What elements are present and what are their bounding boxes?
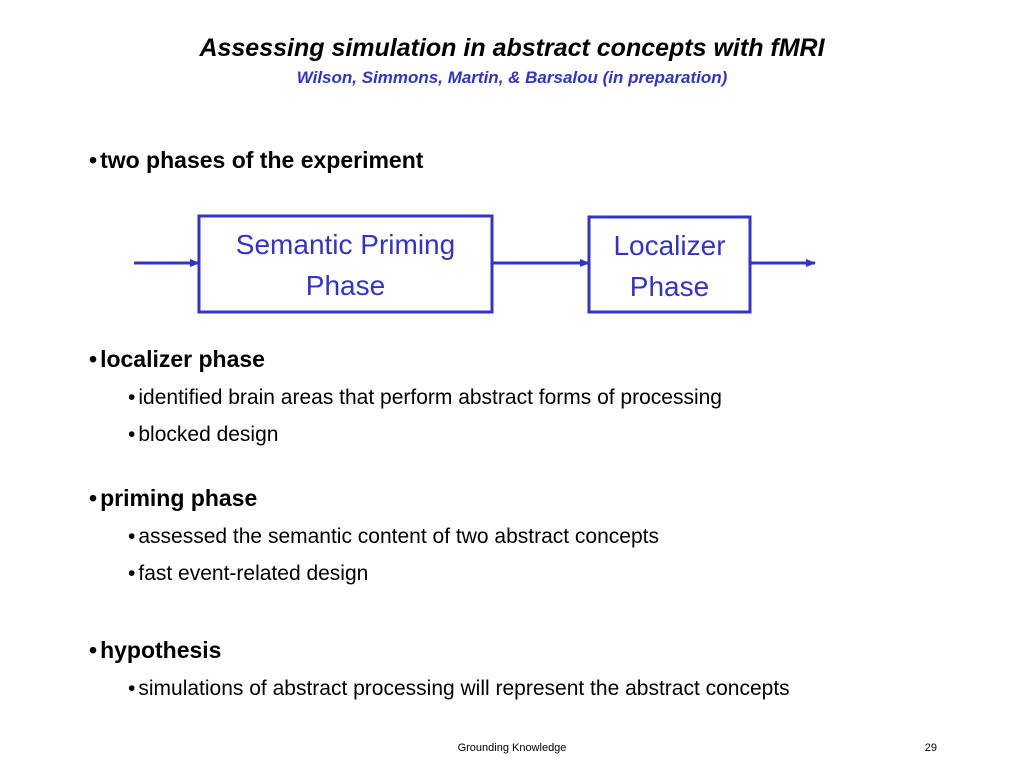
section-item: •identified brain areas that perform abs…	[128, 385, 722, 411]
semantic-priming-label: Semantic Priming Phase	[199, 224, 492, 306]
intro-bullet-text: two phases of the experiment	[100, 147, 424, 173]
section-item: •assessed the semantic content of two ab…	[128, 524, 659, 550]
localizer-label: Localizer Phase	[589, 225, 750, 307]
section-heading: •hypothesis	[89, 636, 221, 664]
semantic-priming-label-line2: Phase	[305, 270, 386, 301]
section-heading-text: hypothesis	[100, 637, 222, 663]
bullet-icon: •	[128, 525, 136, 548]
bullet-icon: •	[128, 562, 136, 585]
bullet-icon: •	[89, 637, 98, 663]
section-item-text: simulations of abstract processing will …	[138, 677, 790, 700]
localizer-label-line1: Localizer	[613, 230, 726, 261]
page-number: 29	[924, 742, 937, 754]
section-item-text: blocked design	[138, 423, 279, 446]
section-item-text: assessed the semantic content of two abs…	[138, 525, 659, 548]
localizer-box	[587, 215, 752, 314]
semantic-priming-label-line1: Semantic Priming	[235, 229, 456, 260]
bullet-icon: •	[128, 386, 136, 409]
localizer-label-line2: Phase	[629, 271, 710, 302]
bullet-icon: •	[89, 485, 98, 511]
slide-subtitle: Wilson, Simmons, Martin, & Barsalou (in …	[296, 68, 728, 87]
bullet-icon: •	[128, 677, 136, 700]
section-heading-text: localizer phase	[100, 346, 265, 372]
section-item-text: fast event-related design	[138, 562, 369, 585]
section-heading: •localizer phase	[89, 345, 265, 373]
section-item: •fast event-related design	[128, 561, 368, 587]
footer-title: Grounding Knowledge	[457, 742, 567, 754]
bullet-icon: •	[89, 346, 98, 372]
section-item: •blocked design	[128, 422, 278, 448]
section-heading: •priming phase	[89, 484, 257, 512]
section-item-text: identified brain areas that perform abst…	[138, 386, 722, 409]
section-item: •simulations of abstract processing will…	[128, 676, 790, 702]
bullet-icon: •	[128, 423, 136, 446]
bullet-icon: •	[89, 147, 98, 173]
section-heading-text: priming phase	[100, 485, 258, 511]
slide-title: Assessing simulation in abstract concept…	[199, 34, 825, 62]
intro-bullet: •two phases of the experiment	[89, 146, 423, 174]
